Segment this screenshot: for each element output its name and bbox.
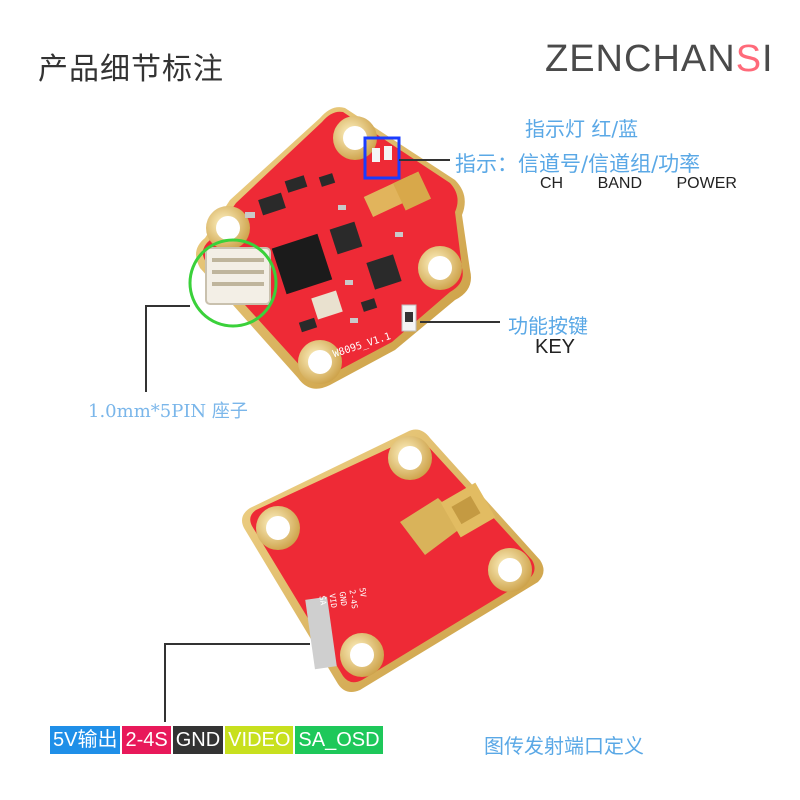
brand-tail: I: [762, 38, 774, 80]
top-board: W8095_V1.1: [196, 107, 471, 389]
connector-highlight-circle: [188, 238, 278, 328]
led-code-power: POWER: [676, 175, 737, 192]
key-callout-cn: 功能按键: [508, 314, 588, 338]
led-callout-codes: CH BAND POWER: [540, 175, 737, 193]
led-highlight-box: [363, 136, 401, 180]
led-callout-sub: 指示：信道号/信道组/功率: [455, 152, 701, 176]
led-callout-title: 指示灯 红/蓝: [525, 117, 639, 141]
bottom-board: SA VID GND 2-4S 5V: [242, 429, 544, 692]
bottom-silk-vid: VID: [327, 593, 338, 609]
brand-logo: ZENCHANSI: [545, 38, 774, 81]
brand-accent: S: [735, 38, 763, 80]
bottom-silk-gnd: GND: [337, 591, 348, 607]
page-title: 产品细节标注: [38, 52, 224, 87]
pin-chip-sa-osd: SA_OSD: [295, 726, 383, 754]
pin-chip-2-4s: 2-4S: [122, 726, 171, 754]
bottom-silk-5v: 5V: [357, 587, 367, 598]
bottom-silk-sa: SA: [317, 595, 327, 606]
pin-chip-gnd: GND: [172, 726, 224, 754]
port-definition-title: 图传发射端口定义: [484, 734, 644, 758]
brand-main: ZENCHAN: [545, 38, 736, 80]
bottom-silk-24s: 2-4S: [347, 589, 359, 610]
pin-header-callout: 1.0mm*5PIN 座子: [88, 401, 248, 422]
led-code-ch: CH: [540, 175, 564, 192]
led-code-band: BAND: [597, 175, 643, 192]
key-callout-en: KEY: [535, 336, 576, 358]
pin-chip-video: VIDEO: [225, 726, 294, 754]
pin-chip-5v: 5V输出: [50, 726, 121, 754]
port-pin-legend: 5V输出 2-4S GND VIDEO SA_OSD: [50, 726, 385, 754]
